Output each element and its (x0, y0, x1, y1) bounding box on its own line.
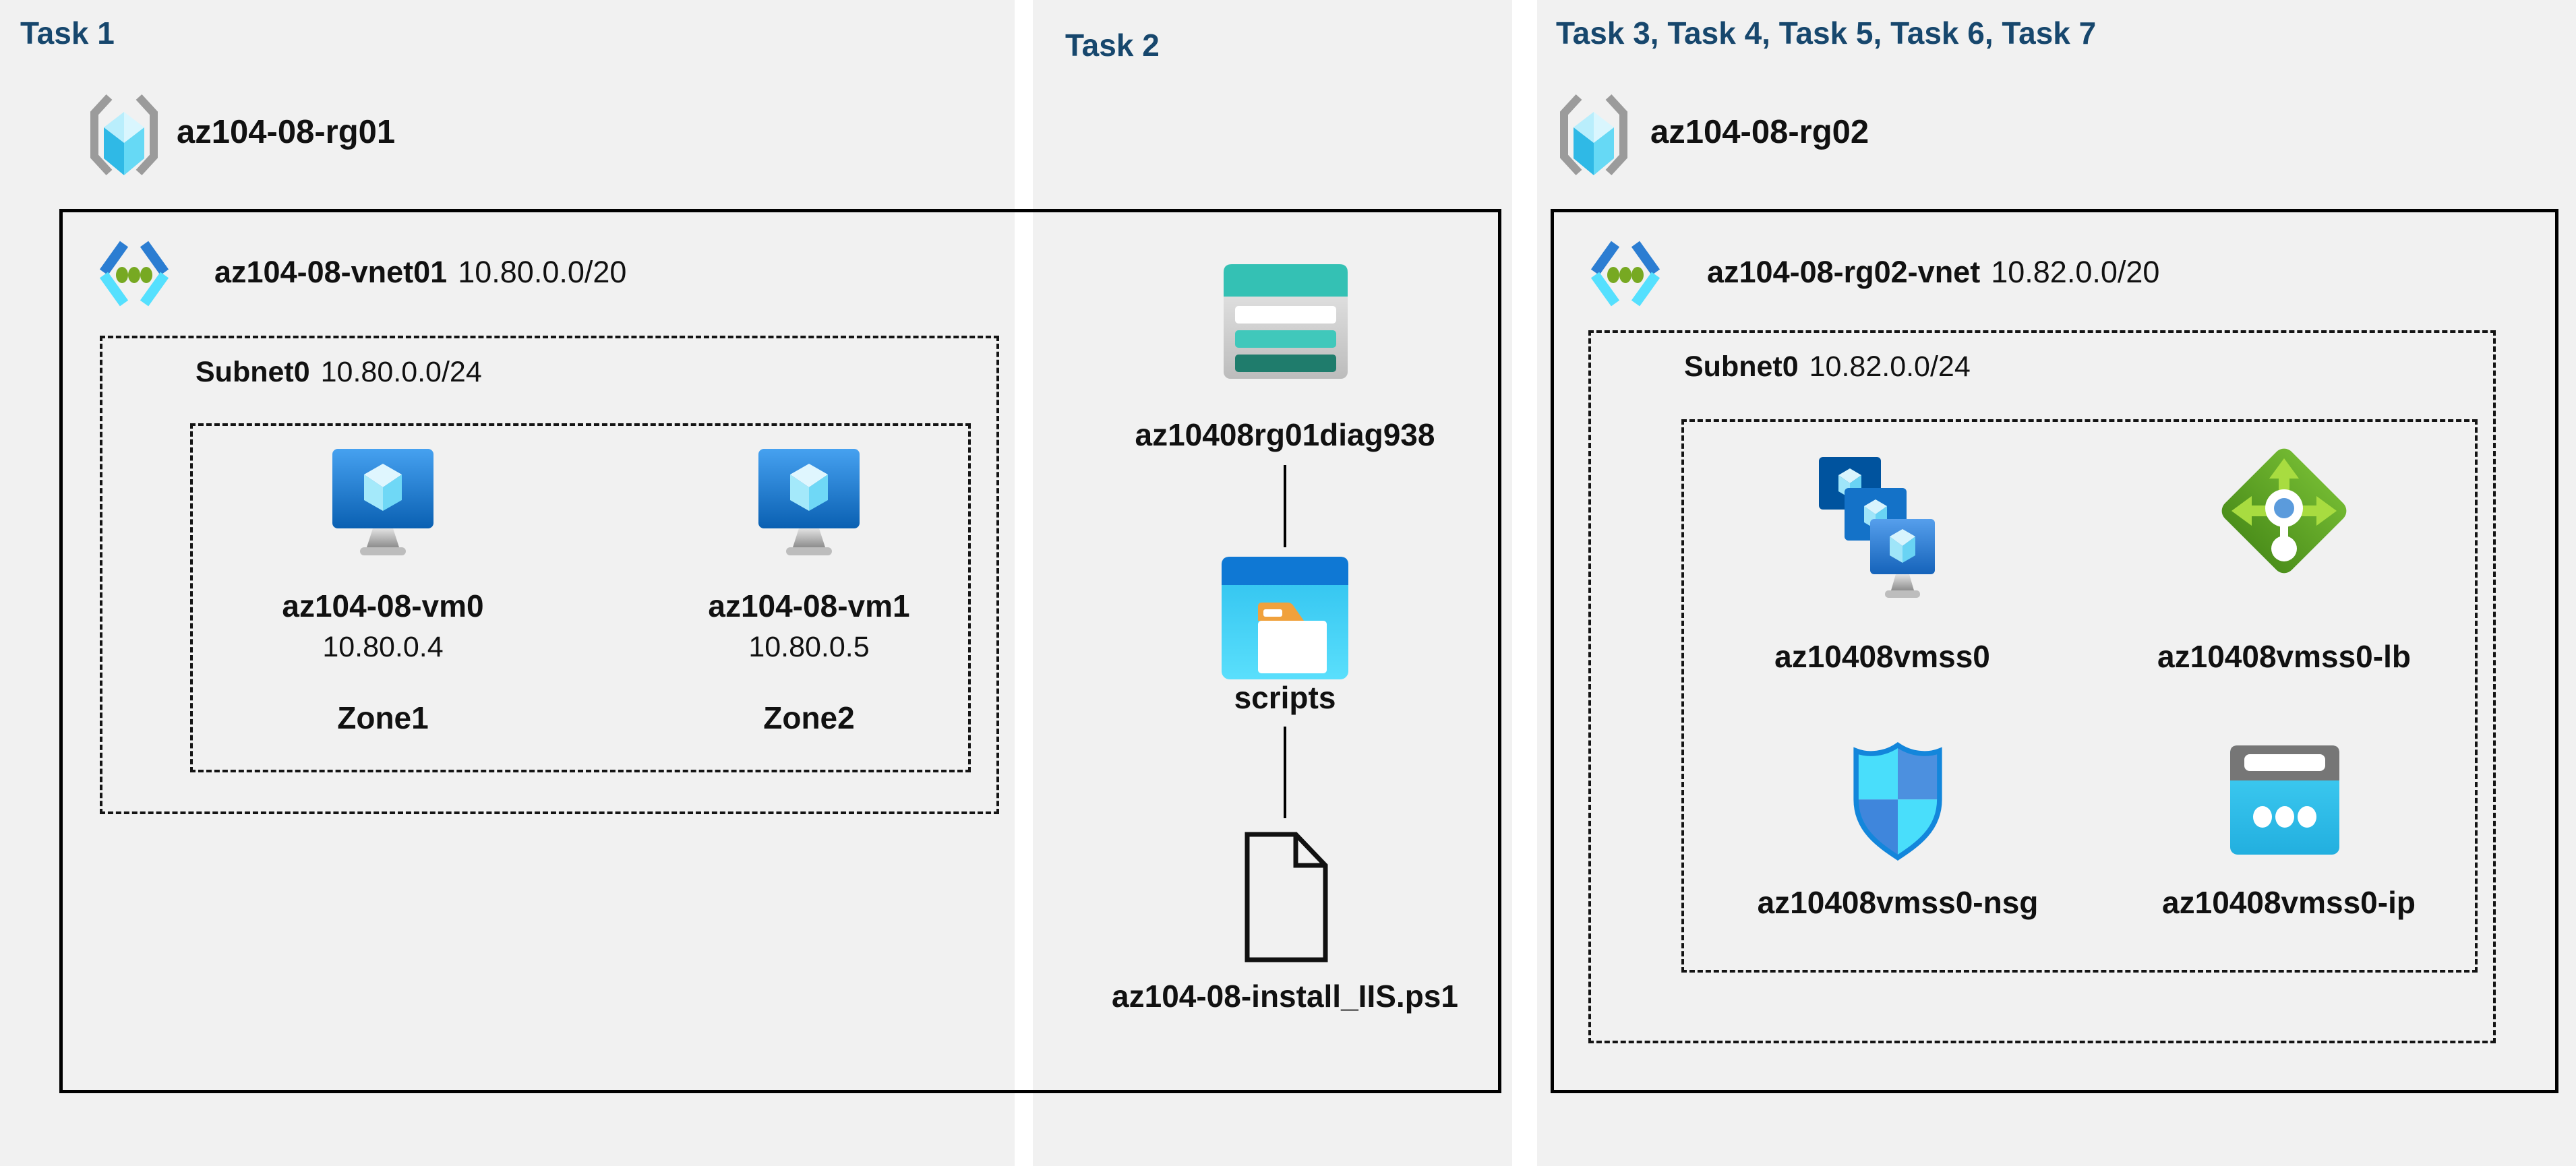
virtual-network-icon (1590, 241, 1660, 307)
storage-account-name: az10408rg01diag938 (1135, 417, 1435, 452)
subnet0-box (100, 336, 999, 814)
virtual-machine-icon (758, 449, 860, 555)
connector-line (1284, 465, 1286, 547)
task2-title: Task 2 (1065, 28, 1160, 63)
rg01-boundary-box (59, 209, 1501, 1093)
virtual-machine-icon (332, 449, 433, 555)
vnet-name: az104-08-vnet01 (214, 255, 448, 289)
container-name: scripts (1234, 680, 1336, 715)
vm-ip: 10.80.0.4 (322, 631, 444, 663)
subnet-label: Subnet0 10.80.0.0/24 (196, 356, 482, 389)
script-file-name: az104-08-install_IIS.ps1 (1112, 979, 1458, 1014)
virtual-network-icon (99, 241, 169, 307)
vm-zone: Zone1 (337, 700, 429, 735)
vm-scale-set-icon (1819, 457, 1935, 598)
vmss-name: az10408vmss0 (1774, 639, 1990, 674)
subnet-cidr: 10.82.0.0/24 (1809, 350, 1971, 383)
vm-zone-box (190, 423, 971, 772)
resource-group-icon (1560, 94, 1627, 176)
storage-account-icon (1224, 264, 1348, 379)
public-ip-name: az10408vmss0-ip (2162, 885, 2416, 920)
vm-ip: 10.80.0.5 (748, 631, 870, 663)
network-security-group-icon (1853, 741, 1942, 861)
task3-title: Task 3, Task 4, Task 5, Task 6, Task 7 (1556, 16, 2097, 51)
vm-zone: Zone2 (763, 700, 855, 735)
resource-group-name: az104-08-rg01 (177, 114, 396, 150)
nsg-name: az10408vmss0-nsg (1757, 885, 2039, 920)
resource-group-icon (90, 94, 158, 176)
script-file-icon (1245, 832, 1328, 962)
public-ip-icon (2230, 745, 2339, 855)
subnet-name: Subnet0 (196, 356, 310, 388)
vnet-cidr: 10.80.0.0/20 (458, 255, 627, 289)
subnet-label: Subnet0 10.82.0.0/24 (1684, 350, 1971, 383)
vnet-label: az104-08-vnet01 10.80.0.0/20 (214, 255, 626, 290)
subnet-name: Subnet0 (1684, 350, 1799, 383)
vnet-label: az104-08-rg02-vnet 10.82.0.0/20 (1707, 255, 2159, 290)
subnet0-box (1588, 330, 2496, 1043)
load-balancer-name: az10408vmss0-lb (2157, 639, 2411, 674)
vm-name: az104-08-vm1 (708, 588, 910, 623)
vm-name: az104-08-vm0 (282, 588, 484, 623)
vmss-resources-box (1681, 419, 2478, 973)
connector-line (1284, 727, 1286, 818)
blob-container-icon (1222, 557, 1348, 679)
task1-title: Task 1 (20, 16, 115, 51)
load-balancer-icon (2221, 448, 2347, 574)
vnet-name: az104-08-rg02-vnet (1707, 255, 1981, 289)
task1-panel (0, 0, 1015, 1166)
vnet-cidr: 10.82.0.0/20 (1991, 255, 2160, 289)
subnet-cidr: 10.80.0.0/24 (320, 356, 482, 388)
resource-group-name: az104-08-rg02 (1650, 114, 1869, 150)
rg02-boundary-box (1551, 209, 2558, 1093)
